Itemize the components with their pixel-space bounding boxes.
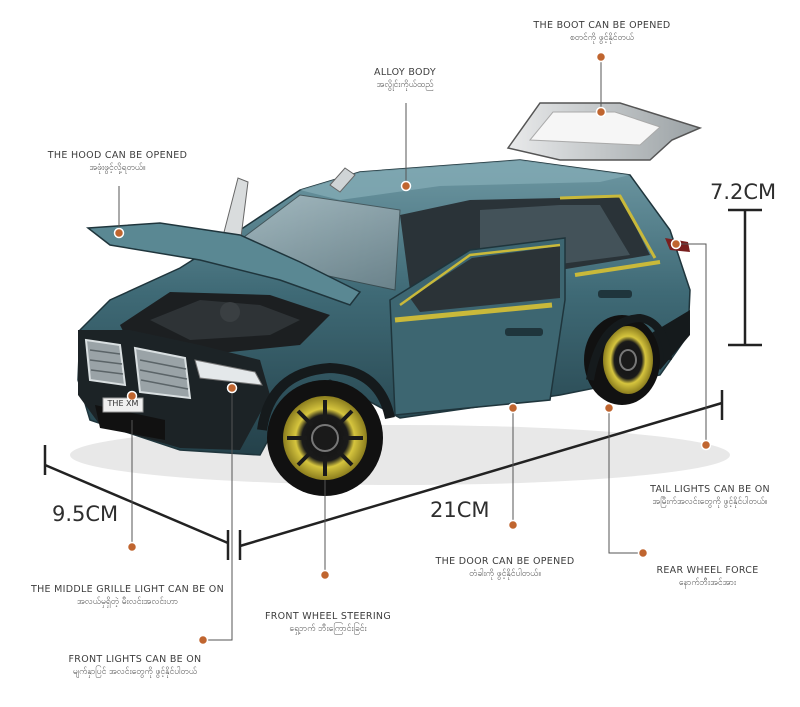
callout-door-en: THE DOOR CAN BE OPENED [435, 556, 575, 567]
callout-front-lights-en: FRONT LIGHTS CAN BE ON [68, 654, 202, 665]
callout-grille: THE MIDDLE GRILLE LIGHT CAN BE ON အလယ်မှ… [20, 584, 235, 609]
callout-rear-wheel: REAR WHEEL FORCE နောက်ဘီးအင်အား [645, 565, 770, 590]
callout-leaders [118, 57, 707, 641]
width-dimension-label: 9.5CM [52, 502, 119, 526]
callout-front-wheel-my: ရှေ့ဘက် ဘီးကြောင်းခြင်း [289, 624, 367, 634]
callout-rear-wheel-en: REAR WHEEL FORCE [656, 565, 759, 576]
callout-tail-en: TAIL LIGHTS CAN BE ON [650, 484, 770, 495]
callout-alloy-my: အလွိုင်းကိုယ်ထည် [376, 80, 434, 90]
callout-alloy-en: ALLOY BODY [374, 67, 436, 78]
callout-boot: THE BOOT CAN BE OPENED စတင်ကို ဖွင့်နိုင… [522, 20, 682, 45]
callout-alloy: ALLOY BODY အလွိုင်းကိုယ်ထည် [345, 67, 465, 92]
callout-boot-en: THE BOOT CAN BE OPENED [533, 20, 671, 31]
headlight [194, 359, 263, 386]
callout-tail-lights: TAIL LIGHTS CAN BE ON အမြီးက်အလင်းတွေကို… [625, 484, 795, 509]
dimension-lines [43, 208, 762, 560]
front-wheel [267, 380, 383, 496]
callout-front-lights: FRONT LIGHTS CAN BE ON မျက်နှာပြင် အလင်း… [45, 654, 225, 679]
length-dimension-label: 21CM [430, 498, 490, 522]
callout-front-lights-my: မျက်နှာပြင် အလင်းတွေကို ဖွင့်နိုင်ပါတယ် [72, 667, 198, 677]
callout-dots [113, 51, 712, 646]
callout-rear-wheel-my: နောက်ဘီးအင်အား [678, 578, 737, 588]
callout-hood-my: အဖုံးဖွင့်လို့ရတယ်။ [89, 163, 146, 173]
kidney-grille-right [133, 346, 192, 400]
callout-door: THE DOOR CAN BE OPENED တံခါးကို ဖွင့်နို… [425, 556, 585, 581]
callout-hood: THE HOOD CAN BE OPENED အဖုံးဖွင့်လို့ရတယ… [35, 150, 200, 175]
height-dimension-label: 7.2CM [710, 180, 777, 204]
callout-hood-en: THE HOOD CAN BE OPENED [47, 150, 188, 161]
callout-grille-en: THE MIDDLE GRILLE LIGHT CAN BE ON [31, 584, 224, 595]
callout-grille-my: အလယ်မှရှိတဲ့ မီးလင်းအလင်းဟာ [76, 597, 179, 607]
callout-door-my: တံခါးကို ဖွင့်နိုင်ပါတယ်။ [469, 569, 541, 579]
license-plate: THE XM [107, 399, 139, 408]
callout-boot-my: စတင်ကို ဖွင့်နိုင်တယ် [570, 33, 634, 43]
callout-front-wheel-en: FRONT WHEEL STEERING [264, 611, 392, 622]
callout-tail-my: အမြီးက်အလင်းတွေကို ဖွင့်နိုင်ပါတယ်။ [652, 497, 768, 507]
open-hood [85, 222, 362, 306]
callout-front-wheel: FRONT WHEEL STEERING ရှေ့ဘက် ဘီးကြောင်းခ… [258, 611, 398, 636]
